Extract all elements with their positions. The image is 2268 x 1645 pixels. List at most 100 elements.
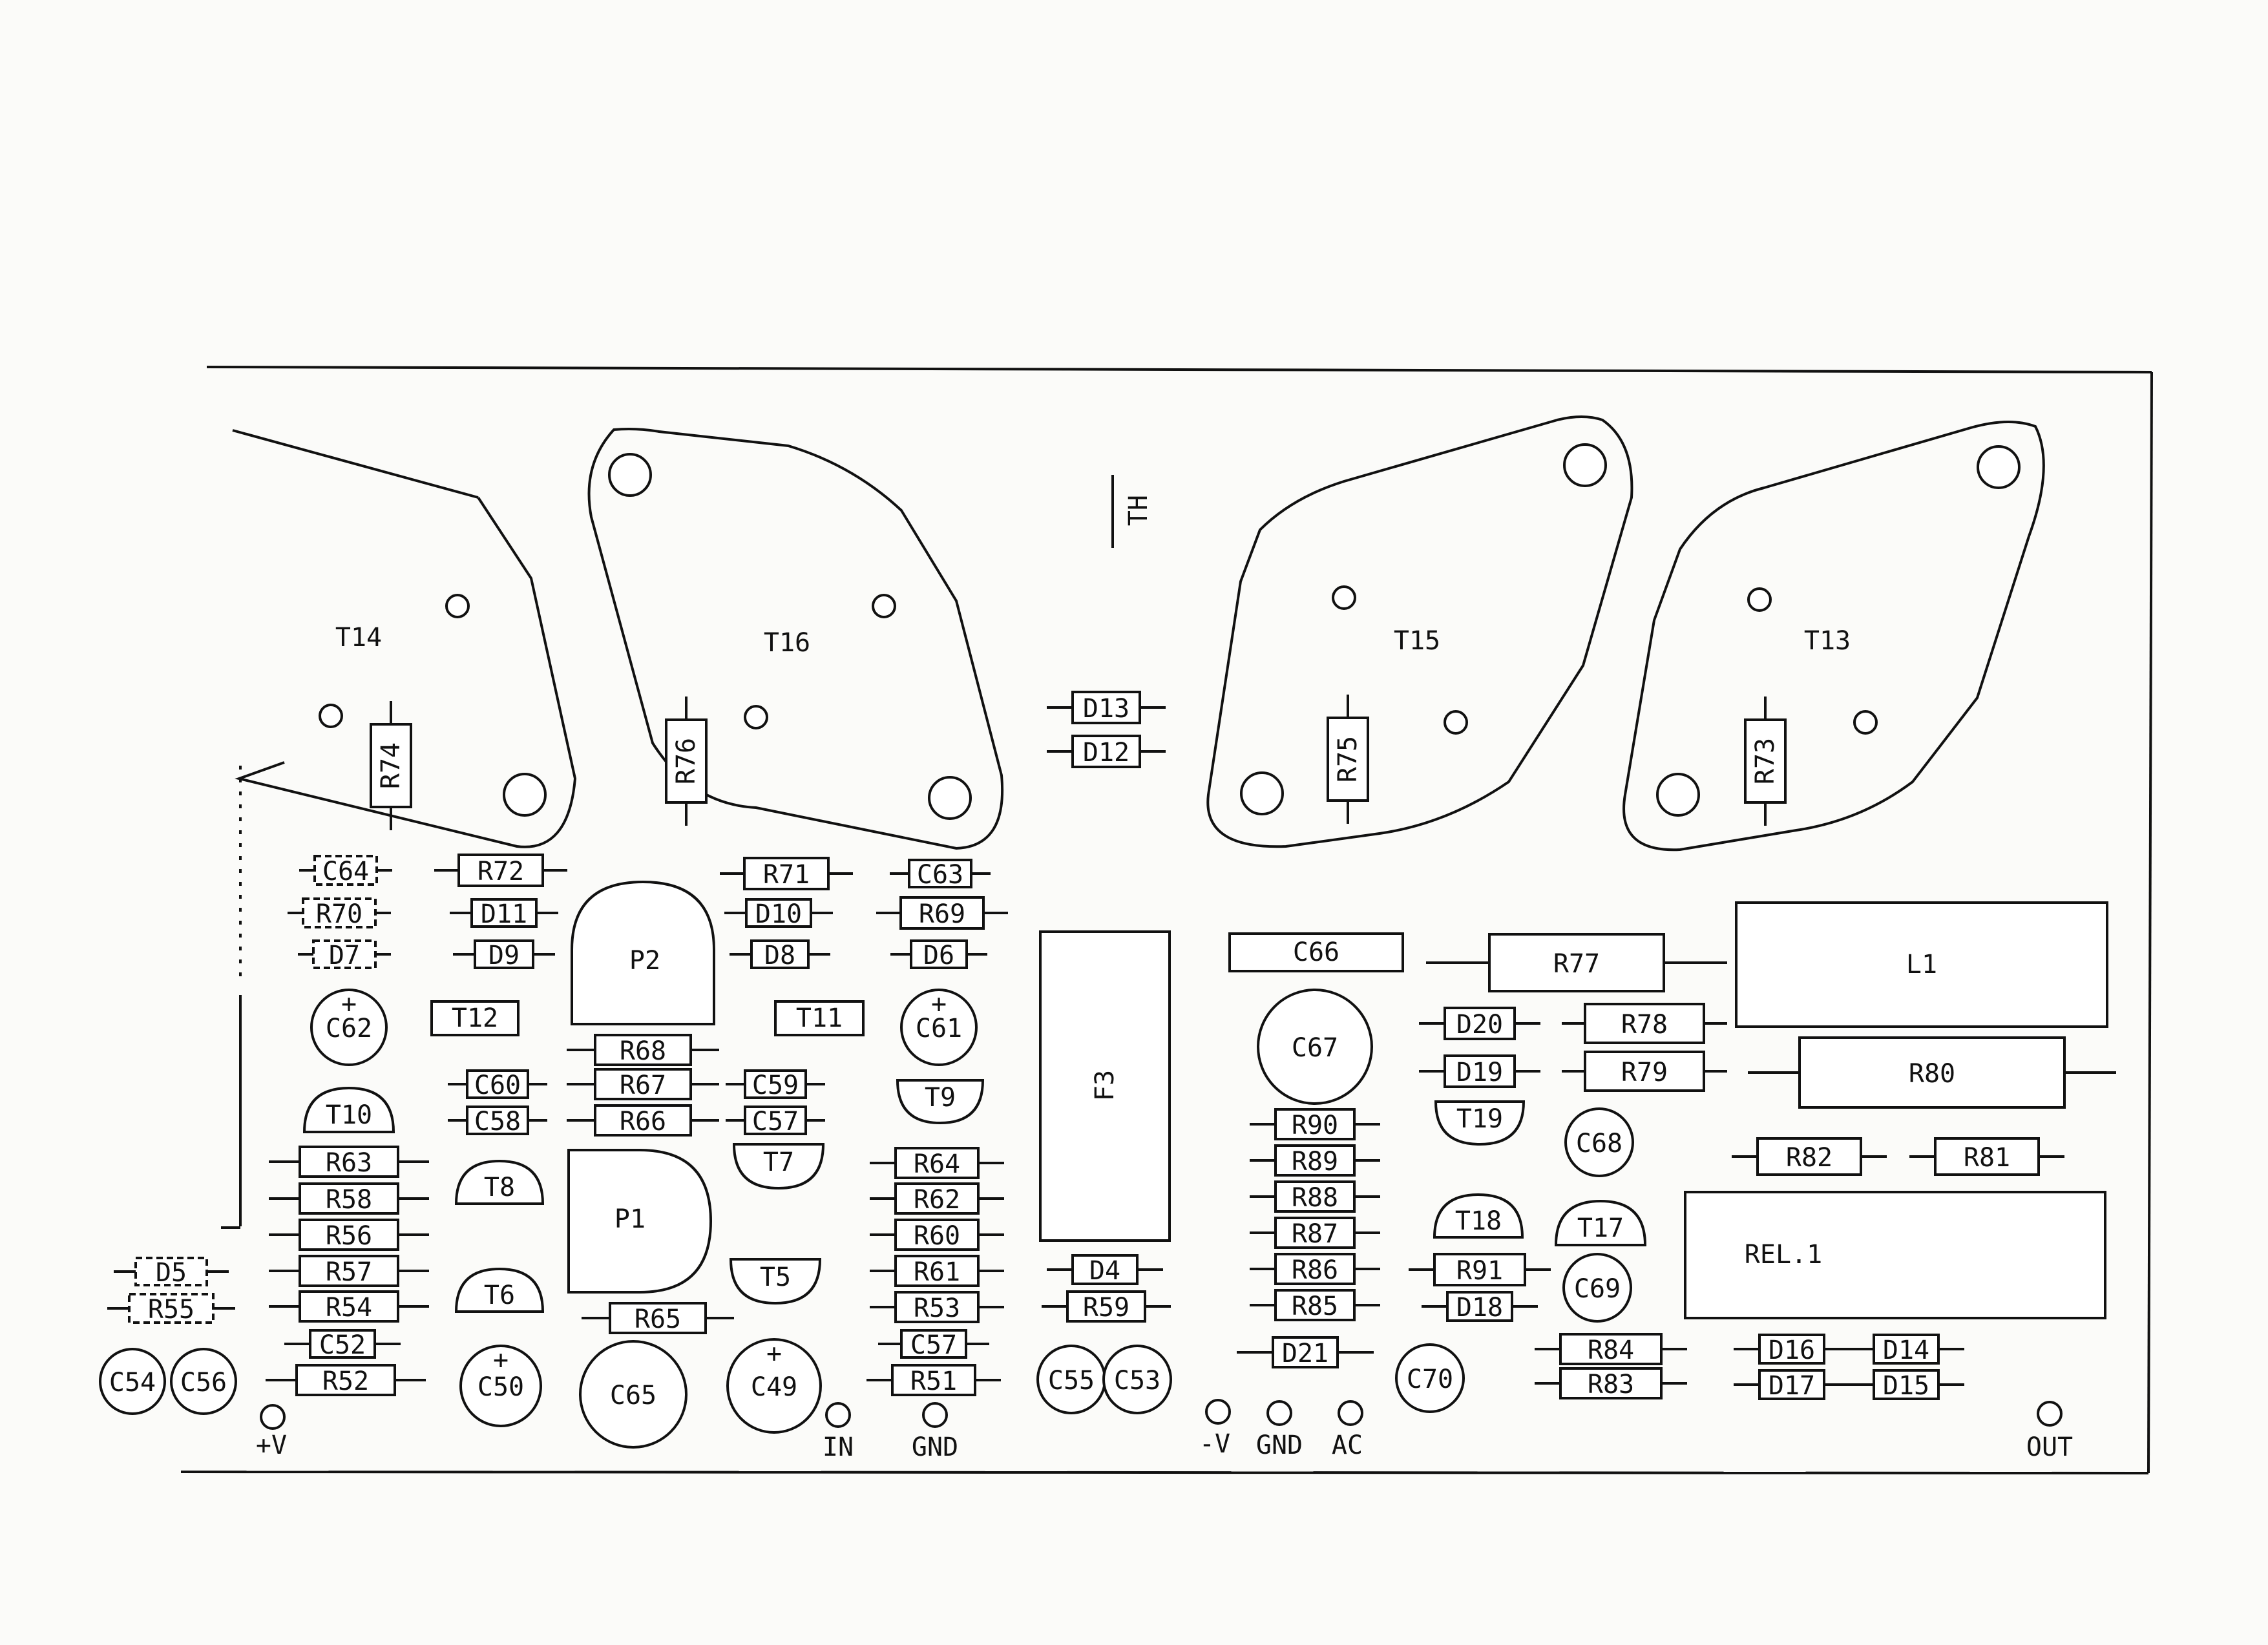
fuse-f3	[1039, 930, 1171, 1242]
resistor-r61	[870, 1255, 1004, 1287]
transistor-t6	[454, 1267, 545, 1313]
resistor-r91-label: R91	[1456, 1256, 1503, 1286]
terminal-gnd1: GND	[912, 1402, 958, 1462]
fuse-f3-label: F3	[1090, 1070, 1120, 1101]
capacitor-c64	[299, 855, 392, 886]
capacitor-c70	[1395, 1343, 1465, 1413]
resistor-r57	[269, 1255, 429, 1287]
capacitor-c55-label: C55	[1048, 1366, 1095, 1396]
diode-d7-label: D7	[329, 941, 360, 970]
terminal-minus-v-label: -V	[1199, 1429, 1230, 1459]
resistor-r84-label: R84	[1588, 1336, 1634, 1365]
diode-d9-label: D9	[488, 941, 520, 970]
transistor-t11	[774, 1000, 865, 1036]
resistor-r83	[1535, 1367, 1687, 1399]
diode-d6	[890, 939, 987, 969]
transistor-t14-label: T14	[335, 623, 382, 653]
diode-d15-label: D15	[1883, 1371, 1929, 1401]
transistor-t12-label: T12	[452, 1003, 498, 1033]
resistor-r69-label: R69	[919, 899, 965, 929]
resistor-r64-label: R64	[914, 1149, 960, 1179]
resistor-r58	[269, 1182, 429, 1215]
diode-d12-label: D12	[1083, 738, 1129, 768]
transistor-t13-label: T13	[1804, 626, 1851, 656]
resistor-r56-label: R56	[326, 1221, 372, 1251]
diode-d8-label: D8	[764, 941, 795, 970]
resistor-r65	[582, 1302, 734, 1334]
inductor-l1	[1735, 901, 2108, 1028]
resistor-r72	[434, 854, 567, 887]
transistor-t6-label: T6	[484, 1281, 515, 1310]
diode-d4-label: D4	[1089, 1256, 1120, 1286]
capacitor-c61	[900, 989, 978, 1066]
capacitor-c50-label: C50	[478, 1372, 524, 1402]
relay-rel1	[1684, 1191, 2106, 1319]
resistor-r60	[870, 1219, 1004, 1251]
capacitor-c58-label: C58	[474, 1107, 521, 1137]
resistor-r66	[567, 1104, 719, 1137]
capacitor-c65	[579, 1340, 688, 1449]
resistor-r63	[269, 1146, 429, 1178]
board-outline	[180, 366, 2153, 1474]
capacitor-c50-polarity-mark: +	[493, 1345, 509, 1375]
power-transistor-outlines	[235, 415, 2045, 852]
resistor-r66-label: R66	[620, 1107, 666, 1137]
capacitor-c62-polarity-mark: +	[341, 989, 357, 1019]
resistor-r81-label: R81	[1964, 1143, 2010, 1173]
diode-d19-label: D19	[1456, 1058, 1503, 1087]
diode-d12	[1047, 735, 1166, 768]
capacitor-c64-label: C64	[322, 857, 369, 886]
resistor-r68	[567, 1034, 719, 1066]
diode-d14-label: D14	[1883, 1336, 1929, 1365]
resistor-r59	[1042, 1290, 1171, 1323]
terminal-in-label: IN	[823, 1432, 854, 1462]
transistor-t10-label: T10	[326, 1100, 372, 1130]
resistor-r83-label: R83	[1588, 1370, 1634, 1399]
capacitor-c66-label: C66	[1293, 938, 1339, 967]
thermal-marker: TH	[1111, 475, 1153, 548]
resistor-r69	[876, 896, 1008, 930]
terminal-out: OUT	[2026, 1401, 2073, 1462]
diode-d11	[450, 898, 558, 928]
transistor-t7-label: T7	[763, 1147, 794, 1177]
diode-d17	[1734, 1369, 1850, 1400]
resistor-r55	[107, 1293, 235, 1324]
capacitor-c57-lower	[878, 1329, 989, 1359]
resistor-r75-label: R75	[1333, 736, 1363, 782]
resistor-r73	[1744, 697, 1787, 826]
capacitor-c49	[726, 1338, 822, 1434]
capacitor-c63-label: C63	[917, 860, 963, 890]
th-label: TH	[1124, 495, 1153, 526]
resistor-r84	[1535, 1333, 1687, 1365]
transistor-t16-label: T16	[764, 628, 810, 658]
resistor-r70	[288, 897, 391, 928]
trimmer-p1-label: P1	[614, 1204, 646, 1234]
resistor-r79	[1562, 1051, 1727, 1092]
resistor-r85-label: R85	[1292, 1292, 1338, 1321]
transistor-t17-label: T17	[1577, 1213, 1624, 1243]
resistor-r88-label: R88	[1292, 1183, 1338, 1213]
terminal-gnd2-label: GND	[1256, 1430, 1303, 1460]
capacitor-c56	[170, 1348, 237, 1415]
resistor-r53	[870, 1291, 1004, 1323]
diode-d5-label: D5	[156, 1258, 187, 1288]
capacitor-c52-label: C52	[319, 1330, 366, 1360]
capacitor-c59-label: C59	[752, 1071, 799, 1100]
capacitor-c50	[459, 1345, 542, 1427]
diode-d7	[298, 939, 391, 969]
resistor-r51	[866, 1364, 1001, 1396]
resistor-r60-label: R60	[914, 1221, 960, 1251]
transistor-t18	[1433, 1193, 1524, 1239]
resistor-r56	[269, 1219, 429, 1251]
transistor-t11-label: T11	[796, 1003, 843, 1033]
resistor-r85	[1250, 1289, 1380, 1321]
resistor-r65-label: R65	[635, 1304, 681, 1334]
transistor-t17	[1554, 1199, 1647, 1246]
resistor-r74-label: R74	[376, 742, 406, 789]
capacitor-c69-label: C69	[1574, 1274, 1621, 1304]
resistor-r51-label: R51	[910, 1367, 957, 1396]
resistor-r52	[266, 1364, 426, 1396]
resistor-r77-label: R77	[1553, 949, 1600, 979]
transistor-t18-label: T18	[1455, 1206, 1502, 1236]
diode-d18	[1422, 1291, 1538, 1322]
